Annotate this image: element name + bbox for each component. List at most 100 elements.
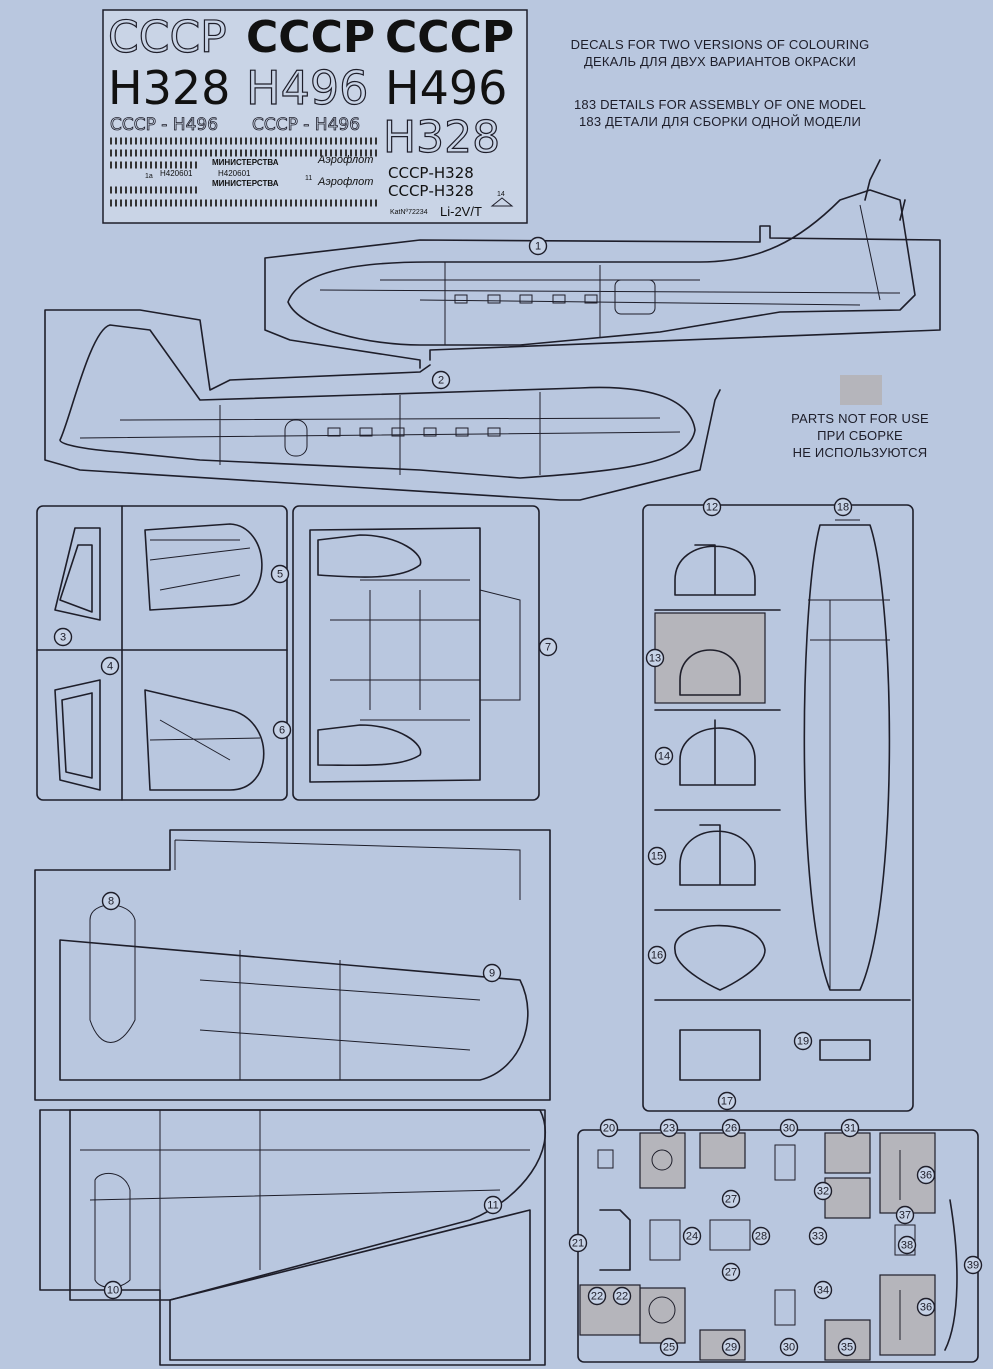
part-number-circle — [916, 1297, 936, 1317]
details-note-en: 183 DETAILS FOR ASSEMBLY OF ONE MODEL — [573, 97, 867, 112]
part-number-circle — [538, 637, 558, 657]
part-number-circle — [53, 627, 73, 647]
part-number-circle — [916, 1165, 936, 1185]
decal-text: H496 — [385, 61, 507, 115]
decal-text: KatNº72234 — [390, 209, 428, 216]
decal-note: DECALS FOR TWO VERSIONS OF COLOURING ДЕК… — [555, 36, 885, 70]
decal-text: СССР - H496 — [252, 115, 360, 135]
part-number-label: 5 — [277, 569, 283, 581]
part-number-circle — [837, 1337, 857, 1357]
decal-text: H496 — [246, 61, 368, 115]
window-row — [327, 427, 501, 437]
part-number-circle — [833, 497, 853, 517]
part-number-marker: 16 — [647, 945, 667, 965]
decal-note-en: DECALS FOR TWO VERSIONS OF COLOURING — [570, 37, 870, 52]
part-number-circle — [483, 1195, 503, 1215]
part-number-marker: 2 — [431, 370, 451, 390]
part-number-label: 22 — [591, 1291, 603, 1303]
part-number-circle — [897, 1235, 917, 1255]
part-number-label: 10 — [107, 1285, 119, 1297]
part-number-circle — [272, 720, 292, 740]
small-parts-sprue — [642, 504, 914, 1112]
part-number-marker: 21 — [568, 1233, 588, 1253]
part-number-label: 11 — [487, 1200, 498, 1212]
part-number-marker: 34 — [813, 1280, 833, 1300]
part-number-circle — [963, 1255, 983, 1275]
decal-text: H328 — [108, 61, 230, 115]
part-number-circle — [612, 1286, 632, 1306]
part-number-circle — [659, 1337, 679, 1357]
part-number-marker: 11 — [483, 1195, 503, 1215]
part-number-circle — [721, 1118, 741, 1138]
legend-note: PARTS NOT FOR USE ПРИ СБОРКЕ НЕ ИСПОЛЬЗУ… — [770, 410, 950, 461]
decal-sheet-border — [102, 9, 528, 224]
part-number-label: 12 — [706, 502, 718, 514]
part-number-circle — [587, 1286, 607, 1306]
part-number-circle — [721, 1262, 741, 1282]
part-number-marker: 20 — [599, 1118, 619, 1138]
decal-text: H420601 — [160, 169, 193, 178]
part-number-marker: 4 — [100, 656, 120, 676]
part-number-label: 17 — [721, 1096, 733, 1108]
decal-note-ru: ДЕКАЛЬ ДЛЯ ДВУХ ВАРИАНТОВ ОКРАСКИ — [583, 54, 857, 69]
lower-wing-sprue — [39, 1109, 546, 1366]
part-number-marker: 38 — [897, 1235, 917, 1255]
part-number-circle — [101, 891, 121, 911]
part-number-circle — [813, 1181, 833, 1201]
decal-text: 11 — [305, 175, 312, 182]
decal-text: Li-2V/T — [440, 204, 482, 219]
part-number-label: 30 — [783, 1123, 795, 1135]
center-wing-sprue — [292, 505, 540, 801]
part-number-marker: 37 — [895, 1205, 915, 1225]
decal-text: 1a — [145, 173, 153, 180]
part-number-label: 19 — [797, 1036, 809, 1048]
part-number-label: 7 — [545, 642, 551, 654]
part-number-circle — [431, 370, 451, 390]
legend-note-en: PARTS NOT FOR USE — [791, 411, 929, 426]
decal-text: СССР — [385, 12, 514, 63]
part-number-marker: 7 — [538, 637, 558, 657]
part-number-label: 1 — [535, 241, 541, 253]
part-number-marker: 15 — [647, 846, 667, 866]
part-number-circle — [721, 1189, 741, 1209]
part-number-label: 27 — [725, 1194, 737, 1206]
part-number-circle — [702, 497, 722, 517]
part-number-circle — [528, 236, 548, 256]
decal-logo — [490, 197, 514, 207]
part-number-label: 36 — [920, 1170, 932, 1182]
part-number-marker: 30 — [779, 1337, 799, 1357]
part-number-label: 23 — [663, 1123, 675, 1135]
part-number-marker: 3 — [53, 627, 73, 647]
decal-text: СССР - H496 — [110, 115, 218, 135]
part-number-label: 25 — [663, 1342, 675, 1354]
part-number-circle — [751, 1226, 771, 1246]
part-number-marker: 29 — [721, 1337, 741, 1357]
part-number-marker: 9 — [482, 963, 502, 983]
part-number-marker: 27 — [721, 1262, 741, 1282]
part-number-marker: 31 — [840, 1118, 860, 1138]
decal-text: СССР-H328 — [388, 164, 474, 182]
part-number-marker: 23 — [659, 1118, 679, 1138]
fuselage-sprue-right — [264, 159, 941, 369]
part-number-marker: 36 — [916, 1165, 936, 1185]
part-number-marker: 36 — [916, 1297, 936, 1317]
part-number-label: 33 — [812, 1231, 824, 1243]
part-number-label: 13 — [649, 653, 661, 665]
part-number-label: 27 — [725, 1267, 737, 1279]
decal-text: 14 — [497, 191, 505, 198]
part-number-marker: 26 — [721, 1118, 741, 1138]
decal-text: Аэрофлот — [317, 176, 373, 188]
part-number-circle — [645, 648, 665, 668]
part-number-marker: 28 — [751, 1226, 771, 1246]
part-number-label: 15 — [651, 851, 663, 863]
part-number-circle — [103, 1280, 123, 1300]
part-number-label: 37 — [899, 1210, 911, 1222]
decal-text: H328 — [383, 112, 500, 163]
part-number-circle — [599, 1118, 619, 1138]
part-number-label: 8 — [108, 896, 114, 908]
part-number-circle — [717, 1091, 737, 1111]
part-number-marker: 8 — [101, 891, 121, 911]
part-number-circle — [779, 1118, 799, 1138]
part-number-circle — [647, 945, 667, 965]
